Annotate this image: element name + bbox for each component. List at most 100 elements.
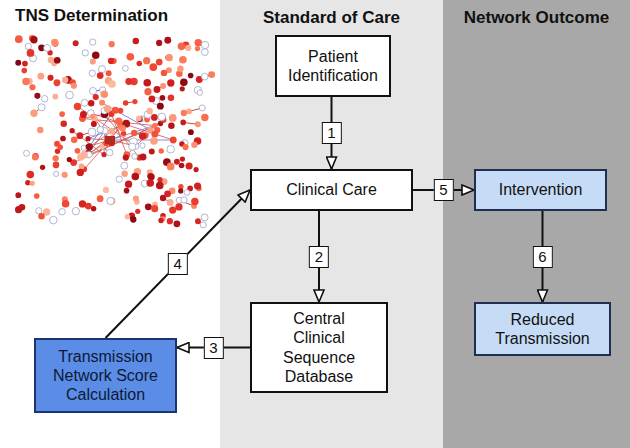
network-dot: [81, 99, 88, 106]
flow-arrow: [177, 347, 250, 349]
network-dot: [158, 218, 163, 223]
network-dot: [201, 41, 208, 48]
network-dot: [29, 84, 35, 90]
network-dot: [70, 128, 75, 133]
network-dot: [191, 142, 197, 148]
network-dot: [90, 114, 95, 119]
network-dot: [92, 51, 99, 58]
network-dot: [62, 172, 68, 178]
box-label: Transmission Network Score Calculation: [44, 347, 168, 405]
network-dot: [91, 206, 96, 211]
network-dot: [98, 66, 105, 73]
network-dot: [151, 114, 158, 121]
network-dot: [130, 216, 136, 222]
network-dot: [129, 143, 136, 150]
network-dot: [195, 218, 201, 224]
network-dot: [166, 54, 173, 61]
network-dot: [77, 169, 84, 176]
box-label: Reduced Transmission: [483, 310, 602, 348]
network-dot: [38, 104, 45, 111]
callout-number: 2: [309, 246, 329, 268]
network-dot: [25, 43, 31, 49]
network-dot: [135, 209, 140, 214]
network-link: [127, 120, 163, 155]
network-dot: [179, 56, 187, 64]
network-dot: [131, 130, 137, 136]
network-dot: [148, 173, 155, 180]
network-dot: [167, 145, 175, 153]
network-dot: [195, 46, 200, 51]
network-dot: [99, 100, 105, 106]
network-dot: [175, 203, 182, 210]
network-dot: [199, 105, 205, 111]
network-dot: [188, 73, 194, 79]
network-dot: [15, 192, 21, 198]
network-dot: [30, 110, 37, 117]
callout-number: 4: [168, 253, 188, 275]
network-dot: [145, 203, 152, 210]
network-dot: [150, 137, 158, 145]
column-band: Network OutcomeInterventionReduced Trans…: [443, 0, 630, 448]
network-dot: [182, 144, 188, 150]
process-box: Clinical Care: [250, 169, 413, 211]
network-dot: [132, 99, 137, 104]
network-dot: [169, 206, 176, 213]
network-dot: [103, 187, 109, 193]
network-dot: [184, 190, 190, 196]
flow-arrow: [542, 211, 544, 302]
network-dot: [86, 143, 93, 150]
network-dot: [125, 180, 132, 187]
network-dot: [79, 163, 85, 169]
network-dot: [54, 171, 59, 176]
network-dot: [115, 118, 122, 125]
network-dot: [89, 87, 96, 94]
column-band: [220, 0, 443, 448]
box-label: Patient Identification: [284, 47, 382, 85]
network-dot: [168, 95, 175, 102]
network-dot: [62, 200, 70, 208]
network-dot: [157, 177, 162, 182]
network-dot: [79, 200, 86, 207]
network-dot: [90, 59, 96, 65]
network-dot: [91, 121, 97, 127]
network-dot: [194, 39, 202, 47]
network-dot: [180, 156, 185, 161]
network-dot: [30, 36, 37, 43]
callout-number: 6: [532, 246, 552, 268]
box-label: Central Clinical Sequence Database: [277, 309, 361, 386]
network-dot: [201, 214, 208, 221]
network-dot: [101, 152, 106, 157]
network-dot: [53, 162, 60, 169]
network-dot: [53, 79, 60, 86]
network-dot: [73, 40, 79, 46]
network-dot: [123, 100, 129, 106]
network-dot: [132, 173, 140, 181]
network-dot: [85, 136, 90, 141]
network-dot: [30, 181, 35, 186]
network-dot: [72, 207, 79, 214]
network-dot: [60, 121, 67, 128]
network-dot: [149, 148, 155, 154]
network-dot: [158, 113, 166, 121]
network-dot: [201, 114, 208, 121]
network-dot: [108, 128, 115, 135]
network-dot: [32, 153, 38, 159]
network-dot: [180, 78, 188, 86]
network-dot: [178, 188, 183, 193]
network-dot: [143, 57, 150, 64]
network-dot: [101, 90, 109, 98]
column-band: [443, 0, 630, 448]
network-dot: [181, 197, 187, 203]
process-box: Central Clinical Sequence Database: [250, 302, 388, 393]
network-dot: [146, 108, 152, 114]
network-dot: [54, 57, 61, 64]
network-link: [77, 106, 136, 146]
network-dot: [38, 213, 44, 219]
network-dot: [90, 39, 96, 45]
network-dot: [60, 136, 66, 142]
box-label: Clinical Care: [286, 180, 377, 199]
network-dot: [66, 91, 74, 99]
network-link: [102, 103, 150, 130]
network-illustration: [15, 35, 215, 228]
